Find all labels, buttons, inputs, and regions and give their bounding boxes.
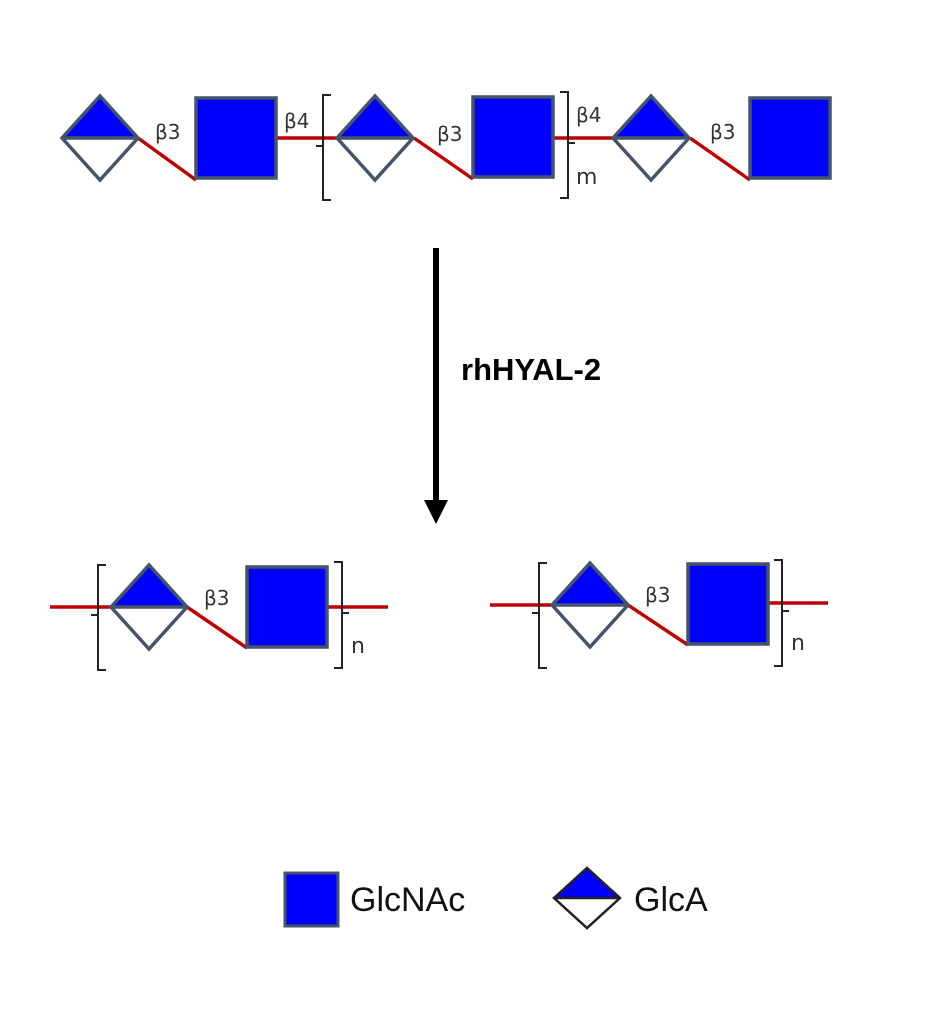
glcnac-icon — [686, 562, 770, 646]
repeat-bracket — [532, 559, 789, 669]
linkages — [136, 136, 752, 182]
linkage-label: β3 — [710, 120, 736, 144]
glca-icon — [109, 563, 189, 651]
glcnac-icon — [471, 95, 555, 179]
product-left: β3 n — [50, 561, 388, 671]
linkages — [490, 601, 828, 647]
linkage-label: β3 — [204, 586, 230, 610]
glca-icon — [60, 94, 140, 182]
linkages — [50, 605, 388, 650]
glcnac-icon — [748, 96, 832, 180]
glca-icon — [335, 94, 415, 182]
repeat-subscript: n — [791, 631, 805, 656]
linkage-label: β4 — [284, 109, 310, 133]
linkage-label: β3 — [155, 120, 181, 144]
legend-glca-label: GlcA — [634, 881, 708, 919]
glcnac-icon — [245, 565, 329, 649]
substrate-chain: β3 β4 β3 β4 β3 m — [60, 91, 832, 201]
repeat-subscript: n — [351, 634, 365, 659]
repeat-bracket — [91, 561, 349, 671]
glca-icon — [550, 561, 630, 649]
linkage-label: β3 — [645, 583, 671, 607]
glcnac-icon — [283, 871, 340, 928]
linkage-label: β4 — [576, 103, 602, 127]
legend: GlcNAc GlcA — [283, 866, 708, 930]
glca-icon — [611, 94, 691, 182]
linkage-label: β3 — [437, 122, 463, 146]
repeat-bracket — [316, 91, 575, 201]
glca-icon — [552, 866, 622, 930]
legend-glcnac-label: GlcNAc — [350, 881, 465, 919]
reaction-arrow — [424, 248, 448, 524]
enzyme-label: rhHYAL-2 — [461, 352, 601, 387]
repeat-subscript: m — [576, 165, 597, 190]
glcnac-icon — [194, 96, 278, 180]
product-right: β3 n — [490, 559, 828, 669]
